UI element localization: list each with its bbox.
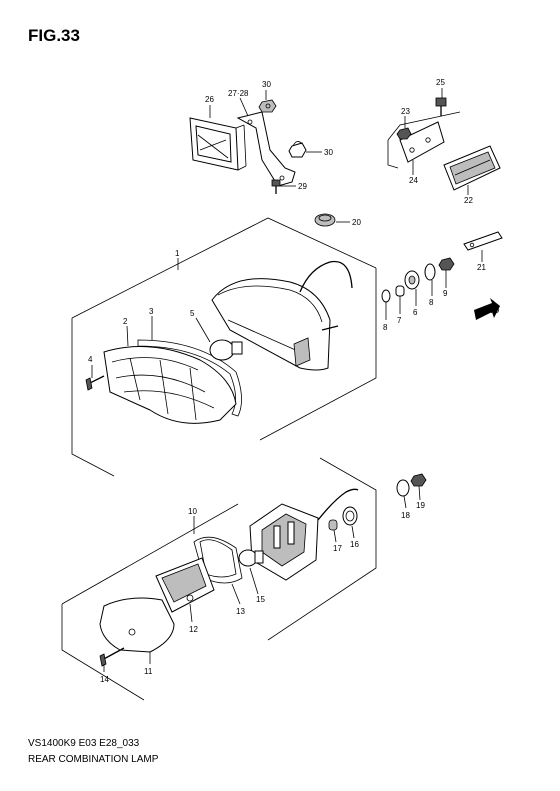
part-20-grommet — [314, 213, 350, 227]
part-6-grommet — [404, 270, 420, 290]
part-30-nut-right — [288, 141, 307, 158]
callout-3: 3 — [149, 307, 154, 316]
callout-26: 26 — [205, 95, 214, 104]
fwd-label: FWD — [481, 306, 499, 315]
diagram-code: VS1400K9 E03 E28_033 — [28, 738, 140, 749]
part-27-28-bracket — [236, 111, 296, 187]
callout-25: 25 — [436, 78, 445, 87]
callout-20: 20 — [352, 218, 361, 227]
reflector-group — [387, 88, 501, 195]
part-30-nut-top — [258, 99, 277, 113]
part-3-gasket — [137, 339, 242, 417]
part-4-screw — [85, 375, 105, 391]
part-19-nut — [410, 473, 427, 487]
callout-27-28: 27·28 — [228, 89, 249, 98]
part-8-washer-b — [424, 263, 436, 281]
part-8-washer-a — [381, 289, 391, 303]
forward-direction-arrow: FWD — [474, 298, 500, 320]
part-21-bracket — [463, 231, 503, 262]
callout-21: 21 — [477, 263, 486, 272]
callout-11: 11 — [144, 667, 153, 676]
callout-2: 2 — [123, 317, 128, 326]
part-14-screw — [99, 647, 125, 667]
callout-8b: 8 — [429, 298, 434, 307]
part-25-bolt — [435, 97, 447, 116]
callout-15: 15 — [256, 595, 265, 604]
part-12-lens-holder — [155, 557, 215, 613]
part-15-bulb — [238, 549, 264, 567]
part-13-gasket — [193, 536, 243, 584]
callout-13: 13 — [236, 607, 245, 616]
part-22-reflector — [443, 145, 501, 191]
part-9-nut — [438, 257, 455, 271]
callout-1: 1 — [175, 249, 180, 258]
callout-19: 19 — [416, 501, 425, 510]
part-5-bulb — [209, 339, 243, 361]
callout-12: 12 — [189, 625, 198, 634]
callout-4: 4 — [88, 355, 93, 364]
callout-16: 16 — [350, 540, 359, 549]
part-1-lamp-housing — [211, 260, 353, 371]
callout-6: 6 — [413, 308, 418, 317]
callout-14: 14 — [100, 675, 109, 684]
part-2-lens — [103, 346, 237, 424]
license-lamp-group — [189, 90, 322, 194]
callout-8a: 8 — [383, 323, 388, 332]
part-16-grommet — [342, 506, 358, 526]
callout-5: 5 — [190, 309, 195, 318]
callout-9: 9 — [443, 289, 448, 298]
callout-17: 17 — [333, 544, 342, 553]
license-lamp-assembly — [61, 457, 427, 701]
callout-22: 22 — [464, 196, 473, 205]
callout-7: 7 — [397, 316, 402, 325]
figure-title: FIG.33 — [28, 26, 80, 45]
part-24-reflector-bracket — [399, 121, 445, 163]
part-26-license-lamp — [189, 117, 247, 171]
callout-23: 23 — [401, 107, 410, 116]
callout-18: 18 — [401, 511, 410, 520]
callout-30b: 30 — [324, 148, 333, 157]
part-29-bolt — [271, 179, 281, 194]
callout-29: 29 — [298, 182, 307, 191]
part-11-lens-cover — [99, 597, 175, 653]
callout-labels: 1 2 3 4 5 6 7 8 8 9 10 11 12 13 14 15 16… — [88, 78, 486, 684]
callout-24: 24 — [409, 176, 418, 185]
callout-10: 10 — [188, 507, 197, 516]
part-18-washer — [396, 479, 410, 497]
part-7-spacer — [395, 285, 405, 297]
part-23-nut — [396, 127, 412, 140]
part-10-lamp-base — [249, 488, 359, 581]
part-17-spacer — [328, 519, 338, 531]
callout-30a: 30 — [262, 80, 271, 89]
section-name: REAR COMBINATION LAMP — [28, 754, 159, 765]
combination-lamp-assembly — [71, 217, 455, 477]
